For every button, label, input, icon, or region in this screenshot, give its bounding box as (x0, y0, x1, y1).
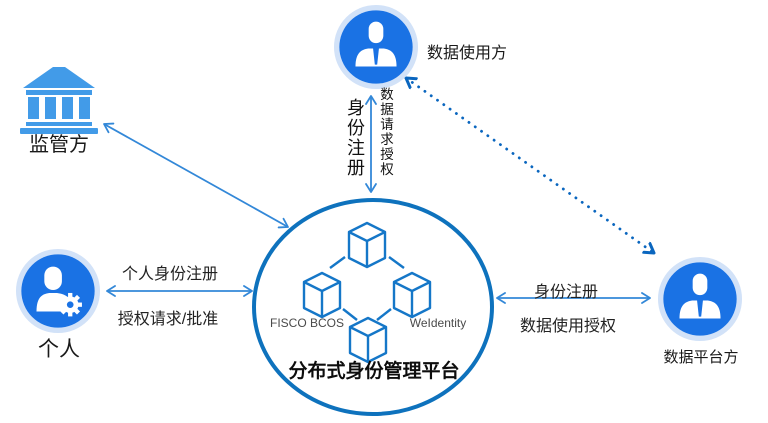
edge-label-personal-identity-registration: 个人身份注册 (121, 266, 218, 283)
cube-icon-bottom (348, 316, 388, 364)
data-user-label: 数据使用方 (427, 45, 508, 62)
edge-label-authorization-request-approval: 授权请求/批准 (117, 311, 219, 328)
bank-icon (20, 67, 98, 134)
edge-label-data-use-authorization: 数据使用授权 (519, 318, 616, 335)
weidentity-label: WeIdentity (409, 316, 467, 330)
cube-icon-top (347, 221, 387, 269)
data-platform-label: 数据平台方 (663, 349, 739, 366)
cube-icon-left (302, 271, 342, 319)
person-icon (333, 4, 419, 90)
edge-datauser-dataplatform-dotted (406, 78, 654, 253)
person-icon (657, 256, 743, 342)
edge-label-identity-registration-vertical: 身份注册 (345, 98, 365, 178)
edge-regulator-platform (103, 122, 289, 229)
fisco-bcos-label: FISCO BCOS (269, 316, 344, 330)
edge-label-identity-registration: 身份注册 (533, 284, 598, 301)
cube-icon-right (392, 271, 432, 319)
regulator-label: 监管方 (29, 134, 89, 156)
blockchain-cubes (302, 221, 432, 364)
edge-label-data-request-authorization-vertical: 数据请求授权 (378, 87, 393, 177)
platform-title: 分布式身份管理平台 (288, 361, 460, 382)
individual-label: 个人 (38, 338, 80, 361)
person-gear-icon (15, 248, 101, 334)
